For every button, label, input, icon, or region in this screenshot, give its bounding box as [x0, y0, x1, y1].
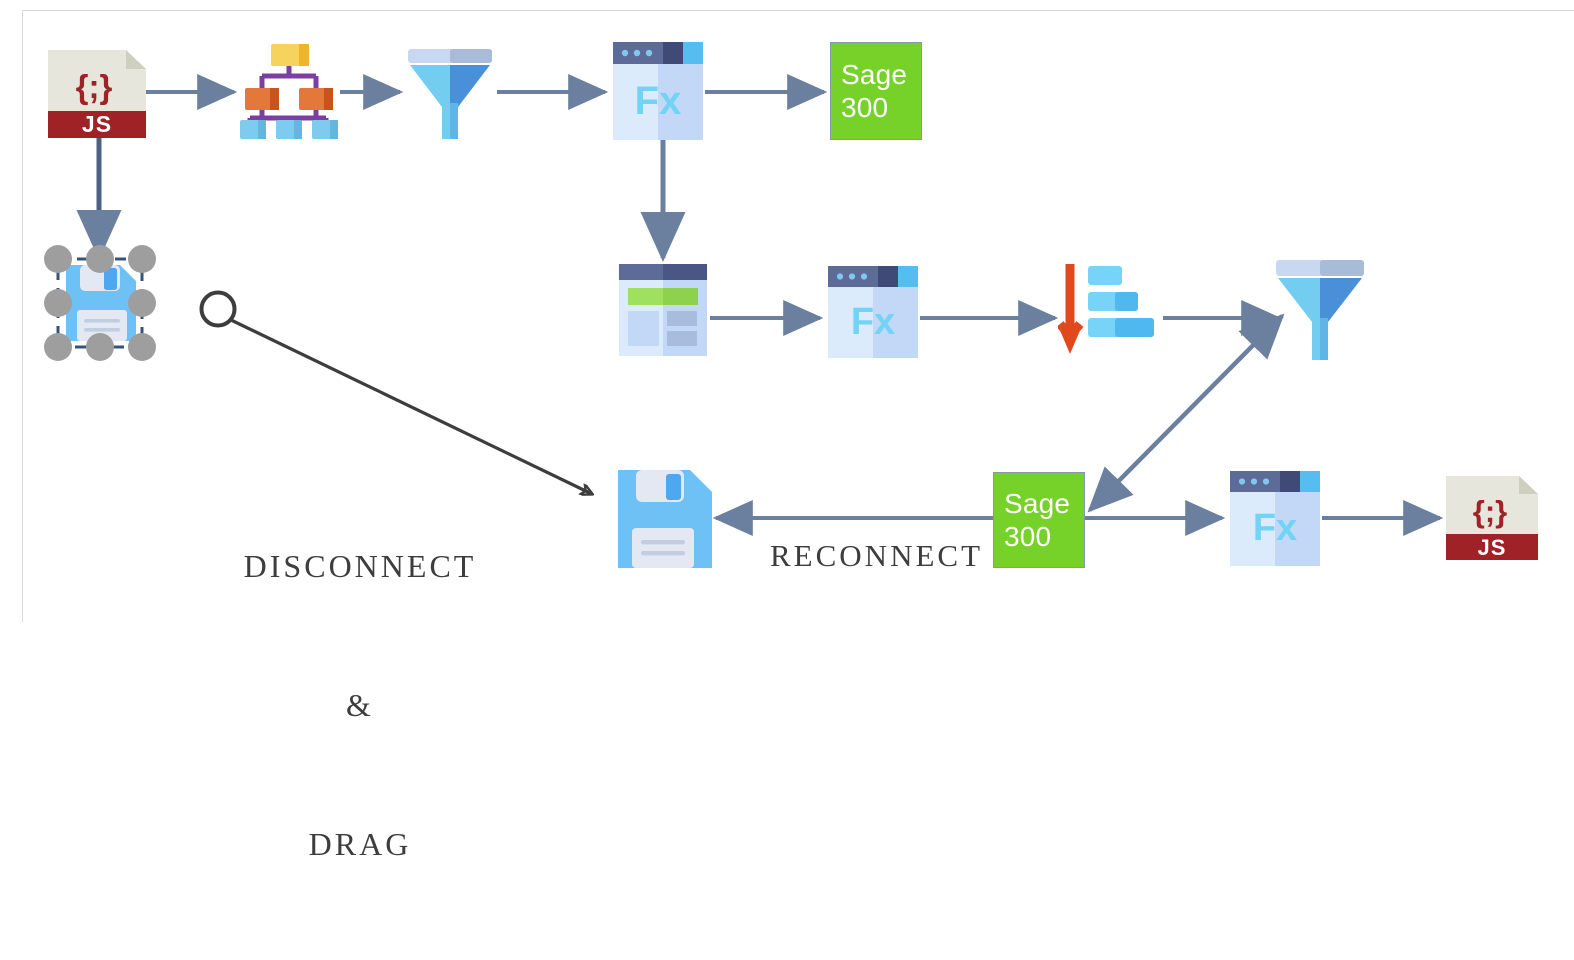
node-selected-save[interactable]: [36, 240, 164, 371]
label-reconnect: RECONNECT: [770, 538, 983, 573]
sage-bottom-line1: Sage: [1004, 487, 1071, 519]
fx-window-icon: Fx: [613, 42, 703, 140]
arrow-sage-bottom-to-filter-right: [1087, 313, 1285, 513]
node-filter-right[interactable]: [1272, 256, 1368, 367]
diagram-canvas[interactable]: {;} JS: [0, 0, 1574, 862]
sage-top-line2: 300: [841, 92, 889, 123]
node-sort-descending[interactable]: [1056, 262, 1158, 363]
connectors-layer: [76, 74, 1444, 536]
sage-bottom-line2: 300: [1004, 521, 1052, 552]
canvas-left-border: [22, 10, 23, 622]
node-hierarchy[interactable]: [240, 40, 338, 145]
sage-top-line1: Sage: [841, 58, 908, 90]
label-disconnect: DISCONNECT: [243, 547, 477, 584]
js-target-label: JS: [1478, 535, 1507, 560]
funnel-icon: [1276, 260, 1364, 360]
label-disconnect-drag: DISCONNECT & DRAG: [200, 450, 520, 960]
hierarchy-icon: [240, 44, 338, 139]
node-filter-top[interactable]: [404, 45, 496, 146]
floppy-icon: [618, 470, 712, 568]
fx-top-label: Fx: [635, 79, 682, 123]
fx-bottom-label: Fx: [1253, 507, 1297, 549]
node-sage-top[interactable]: Sage 300: [830, 42, 922, 140]
dashboard-window-icon: [619, 264, 707, 356]
fx-mid-label: Fx: [851, 301, 895, 343]
node-js-target[interactable]: {;} JS: [1446, 476, 1538, 565]
node-dashboard[interactable]: [619, 264, 707, 361]
label-ampersand: &: [346, 686, 374, 723]
svg-text:{;}: {;}: [1473, 494, 1507, 529]
floppy-icon: [66, 265, 136, 341]
node-js-source[interactable]: {;} JS: [48, 50, 146, 143]
floppy-icon-selected: [44, 245, 156, 361]
js-file-label: JS: [82, 111, 112, 137]
canvas-top-border: [22, 10, 1574, 11]
node-fx-bottom[interactable]: Fx: [1230, 471, 1320, 571]
funnel-icon: [408, 49, 492, 139]
drag-origin-handle: [199, 290, 237, 328]
node-sage-bottom[interactable]: Sage 300: [993, 472, 1085, 568]
drag-gesture-arrow: [230, 318, 592, 494]
fx-window-icon: Fx: [828, 266, 918, 358]
node-fx-mid[interactable]: Fx: [828, 266, 918, 363]
node-save-bottom[interactable]: [614, 466, 716, 577]
svg-text:{;}: {;}: [76, 68, 113, 105]
label-drag: DRAG: [308, 826, 412, 863]
fx-window-icon: Fx: [1230, 471, 1320, 566]
sort-descending-icon: [1056, 264, 1154, 354]
selection-handles: [44, 245, 156, 361]
node-fx-top[interactable]: Fx: [613, 42, 703, 145]
js-file-icon: {;} JS: [48, 50, 146, 138]
js-file-icon: {;} JS: [1446, 476, 1538, 560]
